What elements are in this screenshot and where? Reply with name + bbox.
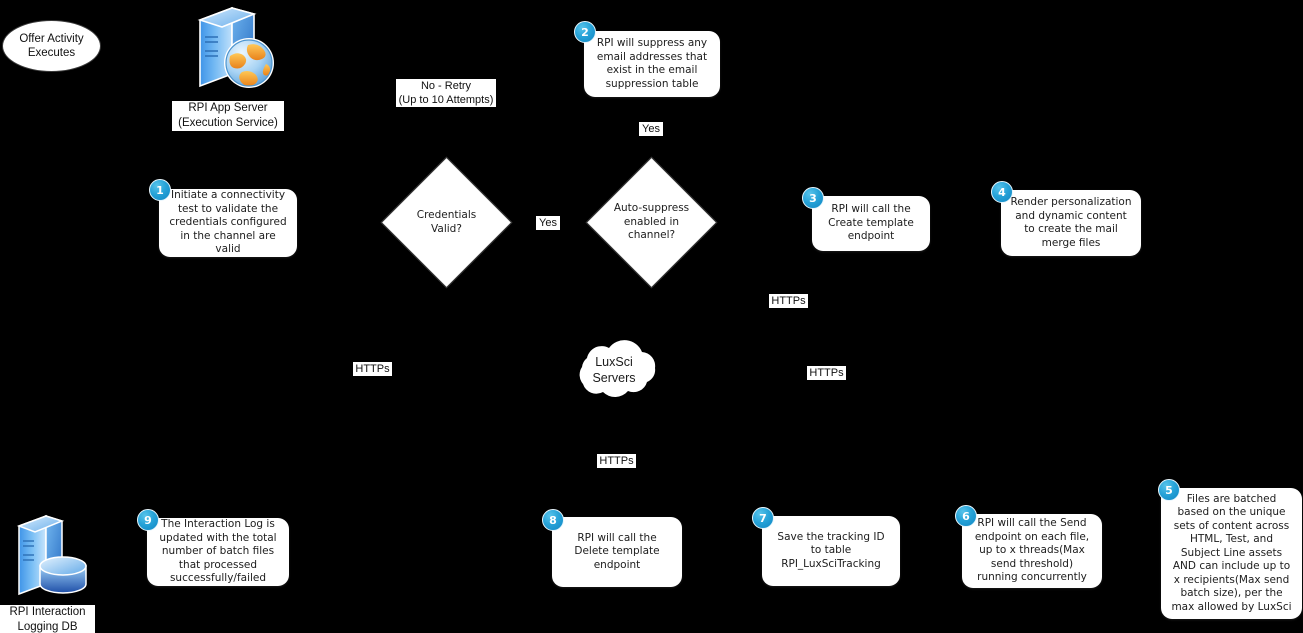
- rpi-logging-db-icon[interactable]: [8, 508, 90, 602]
- step-box-7[interactable]: Save the tracking ID to table RPI_LuxSci…: [762, 516, 900, 586]
- rpi-app-server-icon[interactable]: [186, 2, 278, 94]
- step-badge-9: 9: [137, 509, 159, 531]
- luxsci-servers-text: LuxSci Servers: [592, 355, 636, 385]
- rpi-app-server-caption: RPI App Server (Execution Service): [172, 101, 284, 131]
- step-box-9[interactable]: The Interaction Log is updated with the …: [147, 518, 289, 586]
- decision-auto-suppress-label: Auto-suppress enabled in channel?: [613, 202, 690, 242]
- step-box-4-text: Render personalization and dynamic conte…: [1010, 196, 1132, 249]
- step-box-1-text: Initiate a connectivity test to validate…: [169, 189, 287, 256]
- rpi-logging-db-caption: RPI Interaction Logging DB: [0, 605, 95, 633]
- step-badge-3: 3: [802, 187, 824, 209]
- step-badge-1: 1: [149, 179, 171, 201]
- step-badge-6: 6: [955, 505, 977, 527]
- edge-label-https-right-lower: HTTPs: [807, 366, 846, 380]
- edge-label-yes-top: Yes: [639, 122, 663, 136]
- luxsci-servers-cloud[interactable]: LuxSci Servers: [557, 336, 671, 414]
- step-badge-8: 8: [542, 509, 564, 531]
- step-box-1[interactable]: Initiate a connectivity test to validate…: [159, 189, 297, 257]
- edge-label-no-retry: No - Retry (Up to 10 Attempts): [396, 79, 496, 107]
- luxsci-servers-label: LuxSci Servers: [557, 336, 671, 414]
- step-box-2[interactable]: RPI will suppress any email addresses th…: [584, 31, 720, 97]
- step-badge-4: 4: [991, 181, 1013, 203]
- cloud-shape: [579, 340, 656, 397]
- step-box-8-text: RPI will call the Delete template endpoi…: [574, 531, 660, 571]
- server-globe-icon: [197, 6, 274, 88]
- decision-auto-suppress[interactable]: Auto-suppress enabled in channel?: [585, 156, 718, 289]
- decision-credentials-valid[interactable]: Credentials Valid?: [380, 156, 513, 289]
- step-box-5[interactable]: Files are batched based on the unique se…: [1161, 488, 1302, 619]
- step-box-6-text: RPI will call the Send endpoint on each …: [974, 517, 1090, 584]
- step-box-9-text: The Interaction Log is updated with the …: [159, 518, 277, 585]
- step-box-2-text: RPI will suppress any email addresses th…: [596, 37, 708, 90]
- step-box-4[interactable]: Render personalization and dynamic conte…: [1001, 190, 1141, 256]
- step-box-3[interactable]: RPI will call the Create template endpoi…: [812, 196, 930, 251]
- step-box-5-text: Files are batched based on the unique se…: [1171, 492, 1292, 613]
- start-node-label: Offer Activity Executes: [19, 33, 84, 59]
- edge-label-https-right-upper: HTTPs: [769, 294, 808, 308]
- step-badge-2: 2: [574, 21, 596, 43]
- edge-label-https-left: HTTPs: [353, 362, 392, 376]
- step-badge-7: 7: [752, 507, 774, 529]
- edge-label-yes-middle: Yes: [536, 216, 560, 230]
- step-box-8[interactable]: RPI will call the Delete template endpoi…: [552, 517, 682, 587]
- server-database-icon: [16, 514, 87, 596]
- decision-credentials-valid-label: Credentials Valid?: [416, 209, 477, 235]
- start-node-offer-activity[interactable]: Offer Activity Executes: [2, 20, 101, 72]
- step-box-3-text: RPI will call the Create template endpoi…: [828, 203, 914, 243]
- step-badge-5: 5: [1158, 479, 1180, 501]
- step-box-7-text: Save the tracking ID to table RPI_LuxSci…: [777, 530, 885, 570]
- step-box-6[interactable]: RPI will call the Send endpoint on each …: [962, 514, 1102, 588]
- edge-label-https-bottom: HTTPs: [597, 454, 636, 468]
